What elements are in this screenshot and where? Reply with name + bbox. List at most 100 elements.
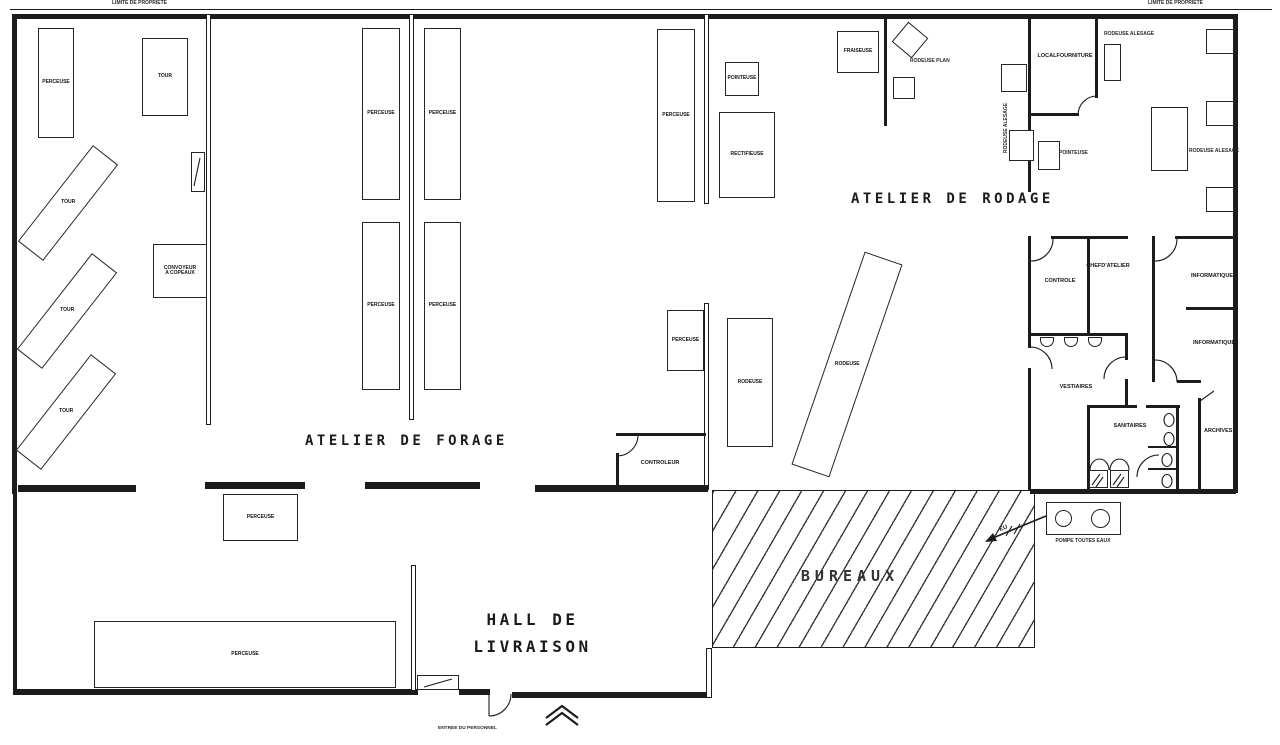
- machine-tilted-table: [891, 21, 929, 59]
- door-leaf-marker: [417, 675, 459, 690]
- wall: [1125, 333, 1128, 360]
- wall: [616, 453, 619, 489]
- wall: [512, 692, 712, 698]
- wall: [14, 689, 418, 695]
- wall: [365, 482, 480, 489]
- wall: [1186, 307, 1236, 310]
- machine-table: [1206, 187, 1234, 212]
- wall: [1176, 405, 1179, 491]
- sanitaires-label: SANITAIRES: [1113, 423, 1147, 429]
- machine-table: [1206, 29, 1234, 54]
- machine-perceuse: PERCEUSE: [424, 222, 461, 390]
- wall: [1030, 489, 1236, 494]
- door-arc: [1136, 454, 1160, 478]
- door-arc: [1029, 346, 1053, 370]
- wall: [1028, 333, 1128, 336]
- wall-gate-marker: [191, 152, 205, 192]
- wall: [1087, 405, 1090, 491]
- partition-wall: [1028, 14, 1031, 192]
- rodeuse-alesage-label: RODEUSE ALESAGE: [1189, 148, 1240, 154]
- property-limit-line: [10, 9, 1272, 10]
- bureaux-label: BUREAUX: [800, 567, 900, 585]
- wall: [1087, 405, 1137, 408]
- wall: [1028, 368, 1031, 490]
- wall: [1028, 236, 1031, 348]
- property-limit-label-left: LIMITE DE PROPRIETE: [112, 0, 168, 6]
- rodeuse-alesage-label: RODEUSE ALESAGE: [1104, 31, 1155, 37]
- atelier-rodage-title: ATELIER DE RODAGE: [851, 191, 1054, 207]
- machine-perceuse: PERCEUSE: [424, 28, 461, 200]
- door-arc: [1154, 238, 1178, 262]
- wall: [1152, 236, 1155, 382]
- sink-fixture: [1040, 337, 1054, 347]
- machine-perceuse: PERCEUSE: [362, 28, 400, 200]
- rodeuse-alesage-label-vertical: RODEUSE ALESAGE: [1003, 102, 1009, 154]
- shower-curtain-arc: [1109, 458, 1130, 471]
- wall: [1095, 14, 1098, 98]
- wall: [12, 14, 1238, 19]
- wall: [1198, 398, 1201, 490]
- wall: [1175, 236, 1236, 239]
- machine-fraiseuse: FRAISEUSE: [837, 31, 879, 73]
- wall: [616, 433, 706, 436]
- sink-fixture: [1088, 337, 1102, 347]
- informatique-label: INFORMATIQUE: [1191, 273, 1234, 279]
- machine-tour: TOUR: [15, 354, 117, 470]
- rodeuse-plan-label: RODEUSE PLAN: [910, 58, 950, 64]
- wall: [1233, 14, 1238, 493]
- machine-rodeuse-alesage: [1009, 130, 1034, 161]
- machine-rodeuse-alesage: [1104, 44, 1121, 81]
- atelier-forage-title: ATELIER DE FORAGE: [305, 433, 508, 449]
- pump-unit: [1046, 502, 1121, 535]
- pompe-label: POMPE TOUTES EAUX: [1055, 538, 1111, 544]
- wall: [1177, 380, 1201, 383]
- wall: [1125, 379, 1128, 407]
- wall: [1146, 405, 1180, 408]
- shower-stall: [1089, 470, 1108, 488]
- machine-pointeuse: POINTEUSE: [725, 62, 759, 96]
- machine-pointeuse: [1038, 141, 1060, 170]
- entrance-chevron-icon: [545, 704, 579, 719]
- machine-rodeuse: RODEUSE: [727, 318, 773, 447]
- door-arc: [1077, 95, 1098, 116]
- toilet-fixture: [1163, 431, 1175, 447]
- wall: [1087, 236, 1090, 335]
- sink-fixture: [1064, 337, 1078, 347]
- machine-rodeuse-alesage: [1001, 64, 1027, 92]
- door-arc: [1154, 359, 1178, 383]
- entrance-chevron-icon: [545, 711, 579, 726]
- partition-wall: [411, 565, 416, 691]
- entree-personnel-label: ENTREE DU PERSONNEL: [438, 726, 497, 731]
- stall-divider: [1148, 468, 1177, 470]
- partition-wall: [206, 14, 211, 425]
- partition-wall: [884, 14, 887, 126]
- wall: [459, 689, 490, 695]
- toilet-fixture: [1161, 452, 1173, 468]
- wall: [535, 485, 708, 492]
- door-arc: [1103, 356, 1127, 380]
- machine-rodeuse: RODEUSE: [791, 251, 903, 478]
- wall: [13, 490, 17, 695]
- wall: [1030, 113, 1079, 116]
- machine-tour: TOUR: [17, 145, 119, 261]
- controleur-label: CONTROLEUR: [640, 460, 680, 466]
- archives-label: ARCHIVES: [1204, 428, 1233, 434]
- shower-stall: [1110, 470, 1129, 488]
- machine-tour: TOUR: [142, 38, 188, 116]
- machine-perceuse: PERCEUSE: [657, 29, 695, 202]
- machine-table: [1206, 101, 1234, 126]
- shower-curtain-arc: [1089, 458, 1110, 471]
- informatique-label: INFORMATIQUE: [1193, 340, 1236, 346]
- partition-wall: [409, 14, 414, 420]
- partition-wall: [704, 14, 709, 204]
- wall: [706, 648, 712, 698]
- property-limit-label-right: LIMITE DE PROPRIETE: [1148, 0, 1204, 6]
- machine-perceuse: PERCEUSE: [94, 621, 396, 688]
- pump-circle: [1091, 509, 1110, 528]
- door-arc: [488, 693, 512, 717]
